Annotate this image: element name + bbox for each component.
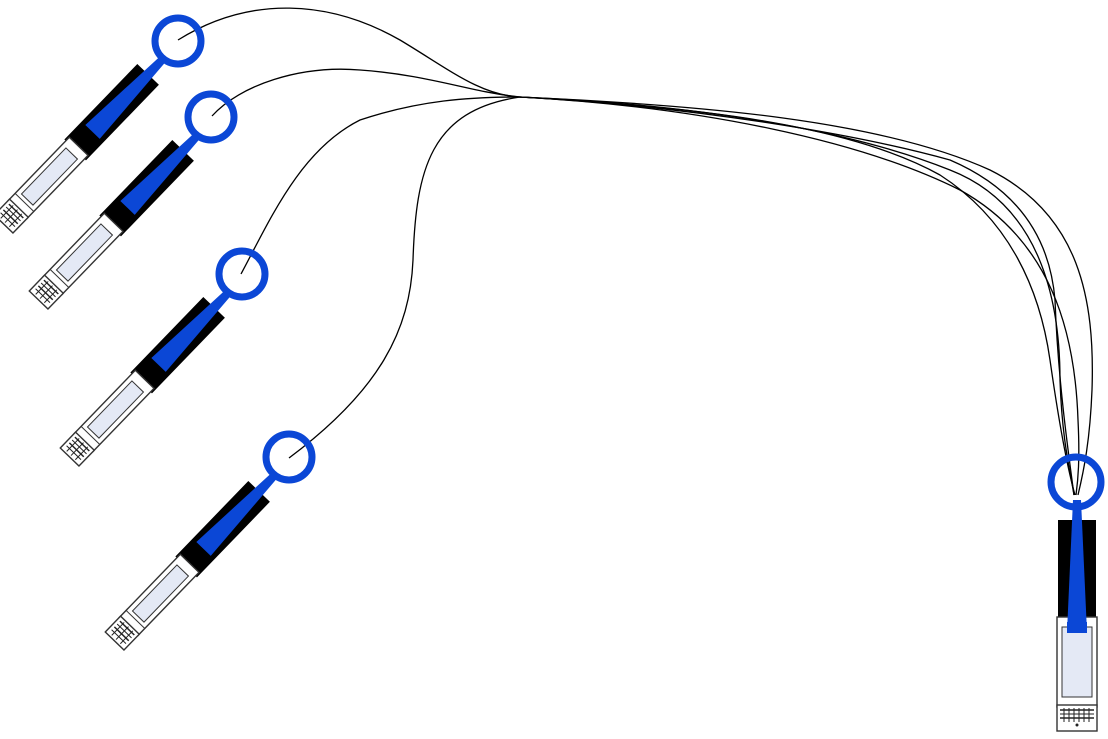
cable-bundle <box>177 7 1093 496</box>
cable-1 <box>177 7 1075 496</box>
cable-5 <box>519 96 1076 496</box>
pull-ring-icon <box>184 90 238 144</box>
pull-ring-icon <box>215 247 269 301</box>
cable-2 <box>211 68 1080 496</box>
cable-4 <box>288 96 1075 496</box>
cable-3 <box>240 96 1093 496</box>
sfp-connector-4 <box>103 465 285 653</box>
pull-ring-icon <box>151 14 205 68</box>
qsfp-connector <box>1056 500 1098 732</box>
pull-ring-icon <box>1047 453 1105 511</box>
sfp-connector-3 <box>58 281 240 469</box>
pull-ring-icon <box>262 430 316 484</box>
